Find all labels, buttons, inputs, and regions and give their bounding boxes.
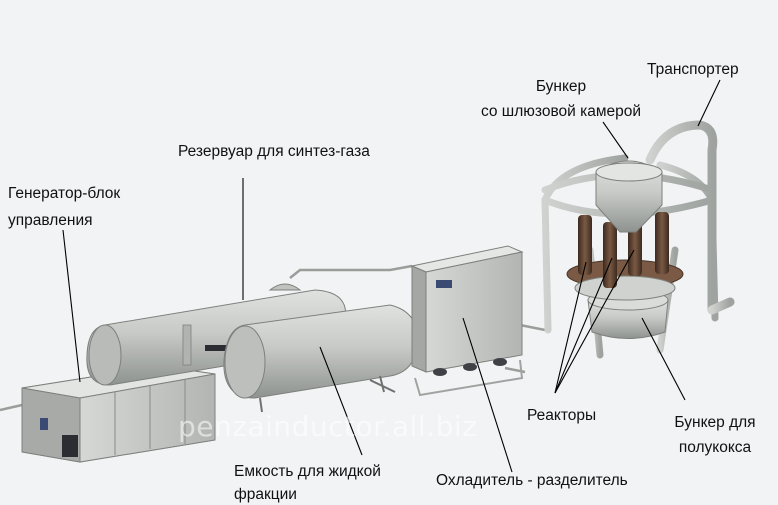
label-liquid-line2: фракции <box>234 485 381 504</box>
cooler-separator <box>412 246 522 395</box>
label-semicoke-line1: Бункер для <box>661 413 769 432</box>
label-conveyor: Транспортер <box>647 60 739 79</box>
label-generator-line1: Генератор-блок <box>8 184 120 203</box>
label-lock-line2: со шлюзовой камерой <box>455 102 667 121</box>
label-generator-line2: управления <box>8 211 120 230</box>
label-cooler-separator: Охладитель - разделитель <box>436 471 628 490</box>
label-syngas-reservoir: Резервуар для синтез-газа <box>178 142 370 161</box>
watermark: penzainductor.all.biz <box>178 410 477 443</box>
label-liquid-line1: Емкость для жидкой <box>234 462 381 481</box>
label-generator-control-block: Генератор-блок управления <box>8 184 120 230</box>
label-semicoke-line2: полукокса <box>661 438 769 457</box>
lock-chamber-bunker <box>596 161 662 232</box>
label-lock-line1: Бункер <box>455 77 667 96</box>
label-liquid-fraction-tank: Емкость для жидкой фракции <box>234 462 381 504</box>
label-lock-chamber-bunker: Бункер со шлюзовой камерой <box>455 77 667 121</box>
label-semicoke-bunker: Бункер для полукокса <box>661 413 769 457</box>
label-reactors: Реакторы <box>527 406 596 425</box>
